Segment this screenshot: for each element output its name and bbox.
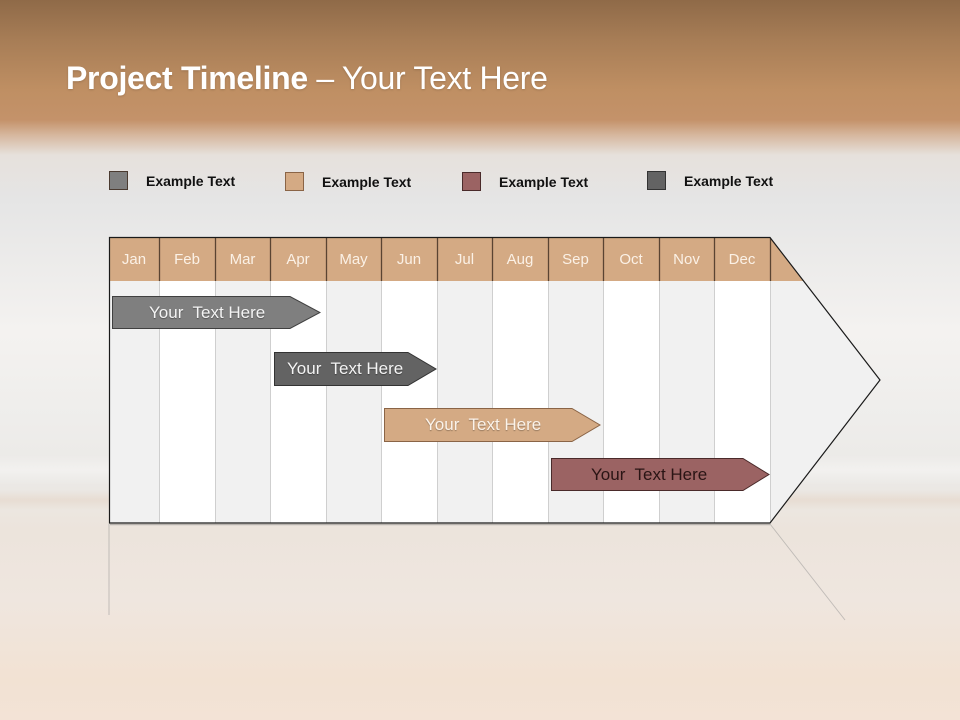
legend-swatch-gray <box>109 171 128 190</box>
pentagon-arrow-shape <box>551 458 770 491</box>
task-bar-label: Your Text Here <box>425 415 542 434</box>
month-jul: Jul <box>454 250 475 268</box>
task-bar-label: Your Text Here <box>591 464 708 484</box>
month-jan: Jan <box>121 250 147 268</box>
pentagon-arrow-shape <box>112 296 321 329</box>
legend-label: Example Text <box>146 172 236 189</box>
task-bar-1[interactable]: Your Text Here <box>112 296 321 329</box>
legend-item-2: Example Text <box>285 172 411 191</box>
month-mar: Mar <box>229 250 256 268</box>
month-jun: Jun <box>396 250 422 268</box>
legend-label: Example Text <box>322 173 412 190</box>
month-dec: Dec <box>728 250 756 268</box>
task-bar-3[interactable]: Your Text Here <box>384 408 601 442</box>
month-aug: Aug <box>506 250 534 268</box>
legend-item-4: Example Text <box>647 171 773 190</box>
month-nov: Nov <box>673 250 700 268</box>
task-bar-label: Your Text Here <box>287 359 404 378</box>
task-bar-2[interactable]: Your Text Here <box>274 352 437 386</box>
task-bar-4[interactable]: Your Text Here <box>551 458 770 491</box>
title-light: – Your Text Here <box>307 60 548 96</box>
legend-label: Example Text <box>499 173 589 190</box>
pentagon-arrow-shape <box>274 352 437 386</box>
month-may: May <box>339 250 368 268</box>
legend-label: Example Text <box>684 172 774 189</box>
page-title: Project Timeline – Your Text Here <box>66 60 548 97</box>
legend-swatch-dark-gray <box>647 171 666 190</box>
task-bar-label: Your Text Here <box>149 302 266 322</box>
legend-item-1: Example Text <box>109 171 235 190</box>
legend-item-3: Example Text <box>462 172 588 191</box>
timeline-reflection <box>108 523 846 621</box>
legend-swatch-tan <box>285 172 304 191</box>
month-feb: Feb <box>174 250 200 268</box>
month-apr: Apr <box>286 250 310 268</box>
title-bold: Project Timeline <box>66 60 308 96</box>
legend-swatch-rose <box>462 172 481 191</box>
month-sep: Sep <box>562 250 589 268</box>
month-oct: Oct <box>619 250 643 268</box>
pentagon-arrow-shape <box>384 408 601 442</box>
